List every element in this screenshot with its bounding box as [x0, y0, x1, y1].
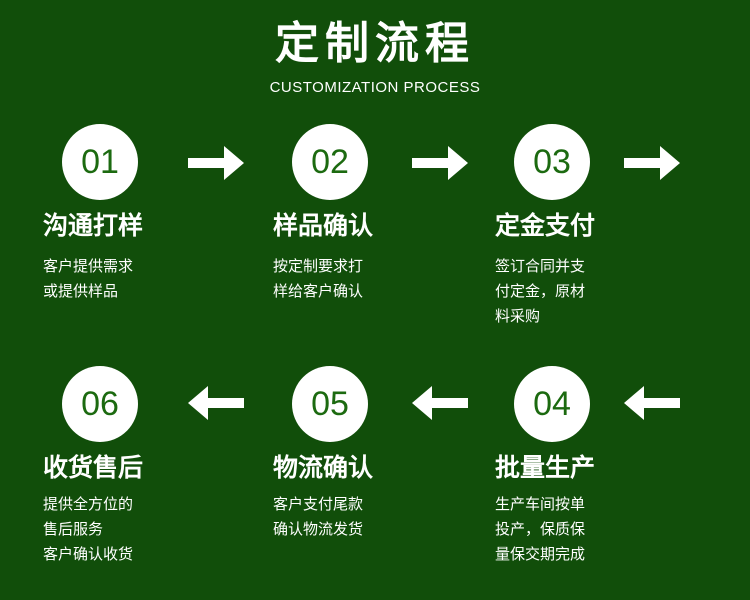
- step-number-circle: 05: [292, 366, 368, 442]
- arrow-left-icon: [188, 386, 244, 420]
- step-title: 样品确认: [273, 211, 374, 240]
- page-title: 定制流程: [275, 18, 475, 69]
- arrow-left-icon: [624, 386, 680, 420]
- arrow-left-icon: [412, 386, 468, 420]
- step-number-circle: 04: [514, 366, 590, 442]
- page-subtitle: CUSTOMIZATION PROCESS: [269, 79, 481, 96]
- step-description: 生产车间按单 投产，保质保 量保交期完成: [495, 495, 586, 563]
- arrow-right-icon: [624, 146, 680, 180]
- step-description: 提供全方位的 售后服务 客户确认收货: [43, 495, 134, 563]
- arrow-right-icon: [412, 146, 468, 180]
- step-description: 签订合同并支 付定金，原材 料采购: [495, 257, 586, 325]
- step-title: 收货售后: [43, 453, 144, 482]
- step-description: 客户支付尾款 确认物流发货: [273, 495, 364, 538]
- step-number-circle: 02: [292, 124, 368, 200]
- step-title: 定金支付: [495, 211, 596, 240]
- step-number-circle: 06: [62, 366, 138, 442]
- arrow-right-icon: [188, 146, 244, 180]
- step-title: 沟通打样: [43, 211, 144, 240]
- step-description: 按定制要求打 样给客户确认: [273, 257, 364, 300]
- step-title: 批量生产: [495, 453, 596, 482]
- step-number-circle: 01: [62, 124, 138, 200]
- step-number-circle: 03: [514, 124, 590, 200]
- step-title: 物流确认: [273, 453, 374, 482]
- step-description: 客户提供需求 或提供样品: [43, 257, 134, 300]
